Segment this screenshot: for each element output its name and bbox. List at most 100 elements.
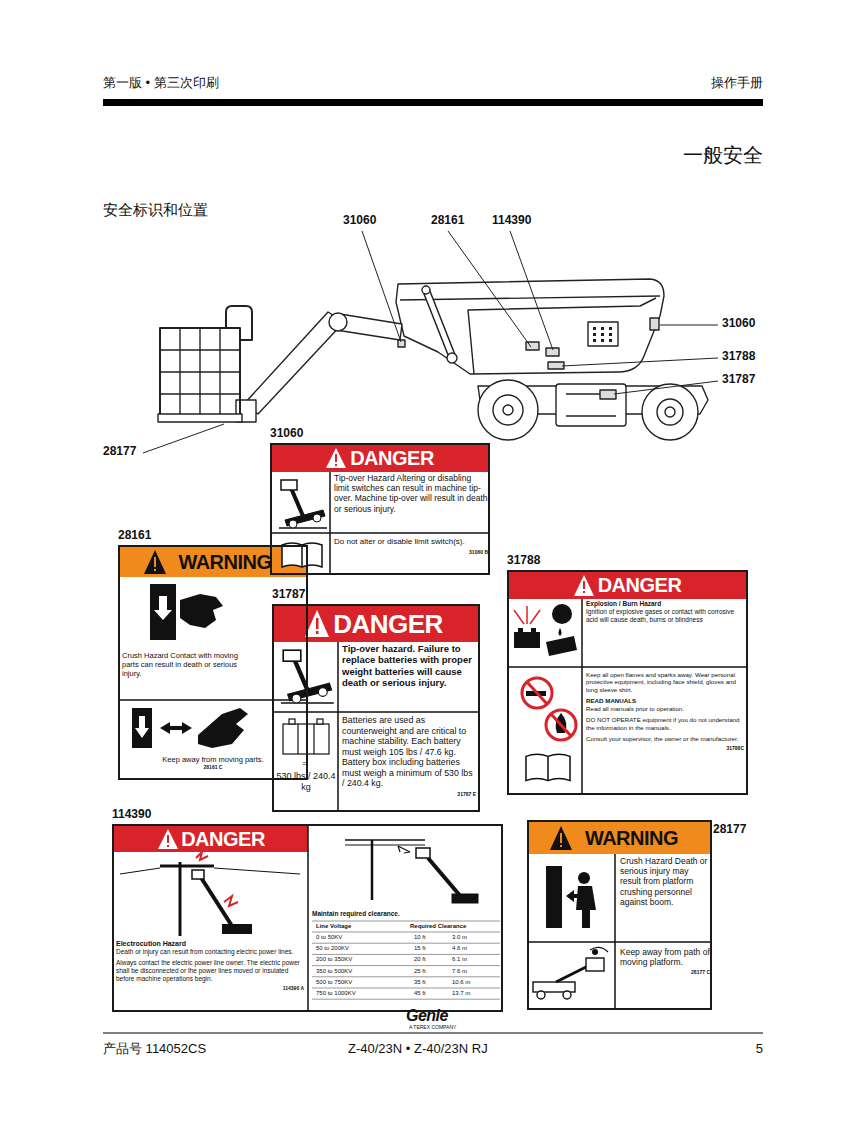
instruction-text: Do not alter or disable limit switch(s). bbox=[334, 537, 488, 547]
no-flame-icon bbox=[546, 710, 576, 740]
signal-bands bbox=[114, 445, 746, 854]
battery-note: 530 lbs / 240.4 kg bbox=[276, 771, 336, 794]
instruction-text: Keep all open flames and sparks away. We… bbox=[586, 671, 744, 693]
message-panel: Explosion / Burn HazardIgnition of explo… bbox=[586, 600, 744, 662]
instruction-text: Consult your supervisor, the owner or th… bbox=[586, 735, 744, 742]
decal-number: 28161 bbox=[118, 528, 151, 542]
decal-code: 28177 C bbox=[620, 969, 710, 975]
instruction-panel: Batteries are used as counterweight and … bbox=[342, 715, 476, 809]
table-cell: 10 ft bbox=[414, 934, 426, 941]
clearance-icon bbox=[345, 840, 478, 903]
table-cell: 7.6 m bbox=[452, 968, 467, 975]
no-smoking-icon bbox=[522, 678, 552, 708]
message-panel: Tip-over Hazard Altering or disabling li… bbox=[334, 473, 488, 531]
battery-icon bbox=[283, 719, 329, 754]
table-cell: 10.6 m bbox=[452, 979, 470, 986]
signal-word: DANGER bbox=[509, 572, 746, 599]
safety-decal: 114390DANGERElectrocution HazardDeath or… bbox=[112, 824, 503, 1012]
table-cell: 6.1 m bbox=[452, 956, 467, 963]
instruction-text: Keep away from path of moving platform. bbox=[620, 947, 710, 967]
safety-decal: 31788DANGERExplosion / Burn HazardIgniti… bbox=[507, 570, 748, 795]
callout-number: 114390 bbox=[492, 214, 531, 228]
decal-number: 31787 bbox=[272, 587, 305, 601]
hazard-text: Crush Hazard Contact with moving parts c… bbox=[122, 651, 242, 678]
message-panel: Crush Hazard Death or serious injury may… bbox=[620, 856, 710, 940]
hazard-heading: Electrocution Hazard bbox=[116, 940, 304, 948]
header-text: 第一版 • 第三次印刷 bbox=[103, 76, 219, 91]
callout-number: 31060 bbox=[343, 214, 376, 228]
signal-word: WARNING bbox=[529, 822, 710, 854]
instruction-heading: READ MANUALS bbox=[586, 697, 744, 704]
table-header: Required Clearance bbox=[410, 923, 466, 930]
boom-lift-drawing bbox=[158, 279, 708, 440]
instruction-text: DO NOT OPERATE equipment if you do not u… bbox=[586, 716, 744, 731]
instruction-panel: Keep away from path of moving platform. 2… bbox=[620, 947, 710, 1007]
hazard-text: Tip-over Hazard Altering or disabling li… bbox=[334, 473, 488, 514]
panel-dividers bbox=[118, 472, 748, 1012]
signal-word: DANGER bbox=[272, 445, 488, 472]
table-cell: 0 to 50KV bbox=[316, 934, 342, 941]
hazard-heading: Explosion / Burn Hazard bbox=[586, 600, 744, 608]
table-cell: 25 ft bbox=[414, 968, 426, 975]
table-cell: 200 to 350KV bbox=[316, 956, 352, 963]
decal-code: 114390 A bbox=[116, 985, 304, 991]
decal-number: 31060 bbox=[270, 426, 303, 440]
hazard-text: Death or injury can result from contacti… bbox=[116, 948, 304, 956]
table-cell: 750 to 1000KV bbox=[316, 990, 356, 997]
platform-crush-icon bbox=[533, 866, 608, 999]
table-cell: 3.0 m bbox=[452, 934, 467, 941]
brand-logo: Genie bbox=[406, 1007, 448, 1025]
decal-number: 28177 bbox=[713, 822, 746, 836]
instruction-text: Batteries are used as counterweight and … bbox=[342, 715, 476, 789]
decal-code: 31060 B bbox=[334, 549, 488, 555]
callout-number: 31787 bbox=[722, 373, 755, 387]
decal-code: 31787 E bbox=[342, 791, 476, 797]
safety-decal: 28177WARNINGCrush Hazard Death or seriou… bbox=[527, 820, 712, 1010]
explosion-icon bbox=[514, 604, 577, 656]
hazard-text: Crush Hazard Death or serious injury may… bbox=[620, 856, 710, 907]
tip-over-icon bbox=[279, 480, 327, 528]
hazard-text: Tip-over hazard. Failure to replace batt… bbox=[342, 643, 476, 689]
hazard-text: Ignition of explosive gases or contact w… bbox=[586, 608, 744, 624]
page-number: 5 bbox=[756, 1042, 763, 1057]
table-cell: 20 ft bbox=[414, 956, 426, 963]
callout-number: 28177 bbox=[103, 445, 136, 459]
table-cell: 500 to 750KV bbox=[316, 979, 352, 986]
instruction-text: Read all manuals prior to operation. bbox=[586, 705, 744, 712]
message-panel: Tip-over hazard. Failure to replace batt… bbox=[342, 643, 476, 709]
leader-lines bbox=[143, 231, 718, 453]
header-text: 操作手册 bbox=[711, 76, 763, 91]
safety-decal: 28161WARNINGCrush Hazard Contact with mo… bbox=[118, 545, 308, 780]
callout-number: 31060 bbox=[722, 317, 755, 331]
table-header: Line Voltage bbox=[316, 923, 351, 930]
footer-rule bbox=[103, 1033, 763, 1034]
footer-text: Z-40/23N • Z-40/23N RJ bbox=[348, 1042, 488, 1057]
table-cell: 13.7 m bbox=[452, 990, 470, 997]
safety-decal: 31060DANGERTip-over Hazard Altering or d… bbox=[270, 443, 490, 575]
decal-number: 31788 bbox=[507, 553, 540, 567]
decal-code: 28161 C bbox=[122, 764, 304, 770]
page-title: 一般安全 bbox=[683, 142, 763, 169]
table-caption-panel: Maintain required clearance. bbox=[312, 910, 462, 921]
signal-word: DANGER bbox=[114, 826, 308, 852]
table-cell: 35 ft bbox=[414, 979, 426, 986]
brand-tagline: A TEREX COMPANY bbox=[409, 1025, 456, 1031]
decal-code: 31788C bbox=[586, 745, 744, 751]
table-caption: Maintain required clearance. bbox=[312, 910, 462, 918]
electrocution-icon bbox=[120, 852, 300, 936]
table-cell: 4.6 m bbox=[452, 945, 467, 952]
message-panel: Electrocution HazardDeath or injury can … bbox=[116, 940, 304, 1010]
section-heading: 安全标识和位置 bbox=[103, 201, 208, 218]
table-cell: 15 ft bbox=[414, 945, 426, 952]
clearance-table-lines bbox=[312, 921, 500, 999]
signal-word: WARNING bbox=[120, 547, 306, 577]
instruction-text: Always contact the electric power line o… bbox=[116, 959, 304, 982]
message-panel: Crush Hazard Contact with moving parts c… bbox=[122, 651, 242, 697]
callout-number: 31788 bbox=[722, 350, 755, 364]
instruction-text: Keep away from moving parts. bbox=[122, 755, 304, 764]
callout-number: 28161 bbox=[431, 214, 464, 228]
decal-number: 114390 bbox=[112, 807, 151, 821]
manual-icon bbox=[526, 754, 570, 780]
instruction-panel: Keep all open flames and sparks away. We… bbox=[586, 671, 744, 791]
